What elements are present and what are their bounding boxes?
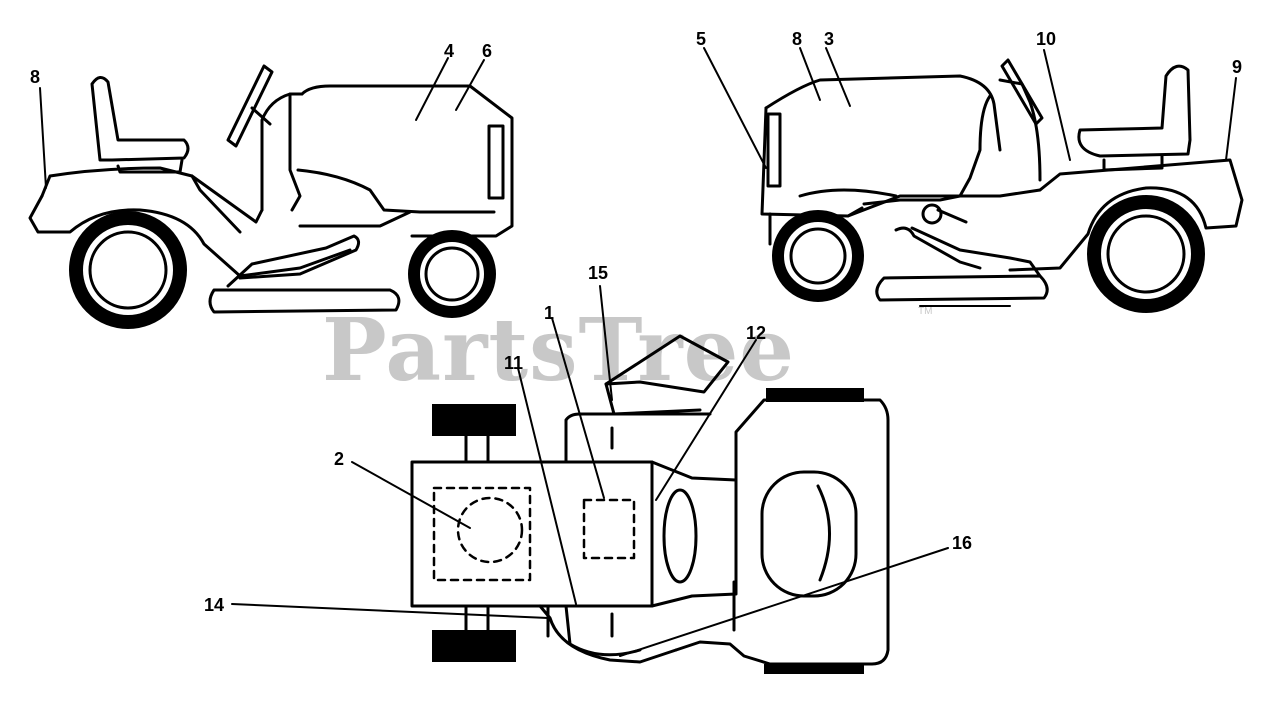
callout-5: 5 [696, 29, 707, 49]
tractor-right-view [760, 58, 1244, 313]
callout-16: 16 [952, 533, 973, 553]
callout-8-right: 8 [792, 29, 803, 49]
leader-lines [39, 47, 1237, 657]
tractor-left-view [28, 64, 514, 329]
callout-2: 2 [334, 449, 345, 469]
callout-9: 9 [1232, 57, 1243, 77]
callout-12: 12 [746, 323, 767, 343]
callout-10: 10 [1036, 29, 1057, 49]
callout-15: 15 [588, 263, 609, 283]
callout-4: 4 [444, 41, 455, 61]
tractor-top-view [410, 334, 890, 674]
watermark-text: PartsTree [322, 300, 796, 401]
callout-11: 11 [504, 353, 524, 373]
callout-3: 3 [824, 29, 835, 49]
watermark-trademark: TM [918, 306, 933, 317]
callout-1: 1 [544, 303, 555, 323]
callout-8-left: 8 [30, 67, 41, 87]
callout-14: 14 [204, 595, 225, 615]
callout-6: 6 [482, 41, 493, 61]
